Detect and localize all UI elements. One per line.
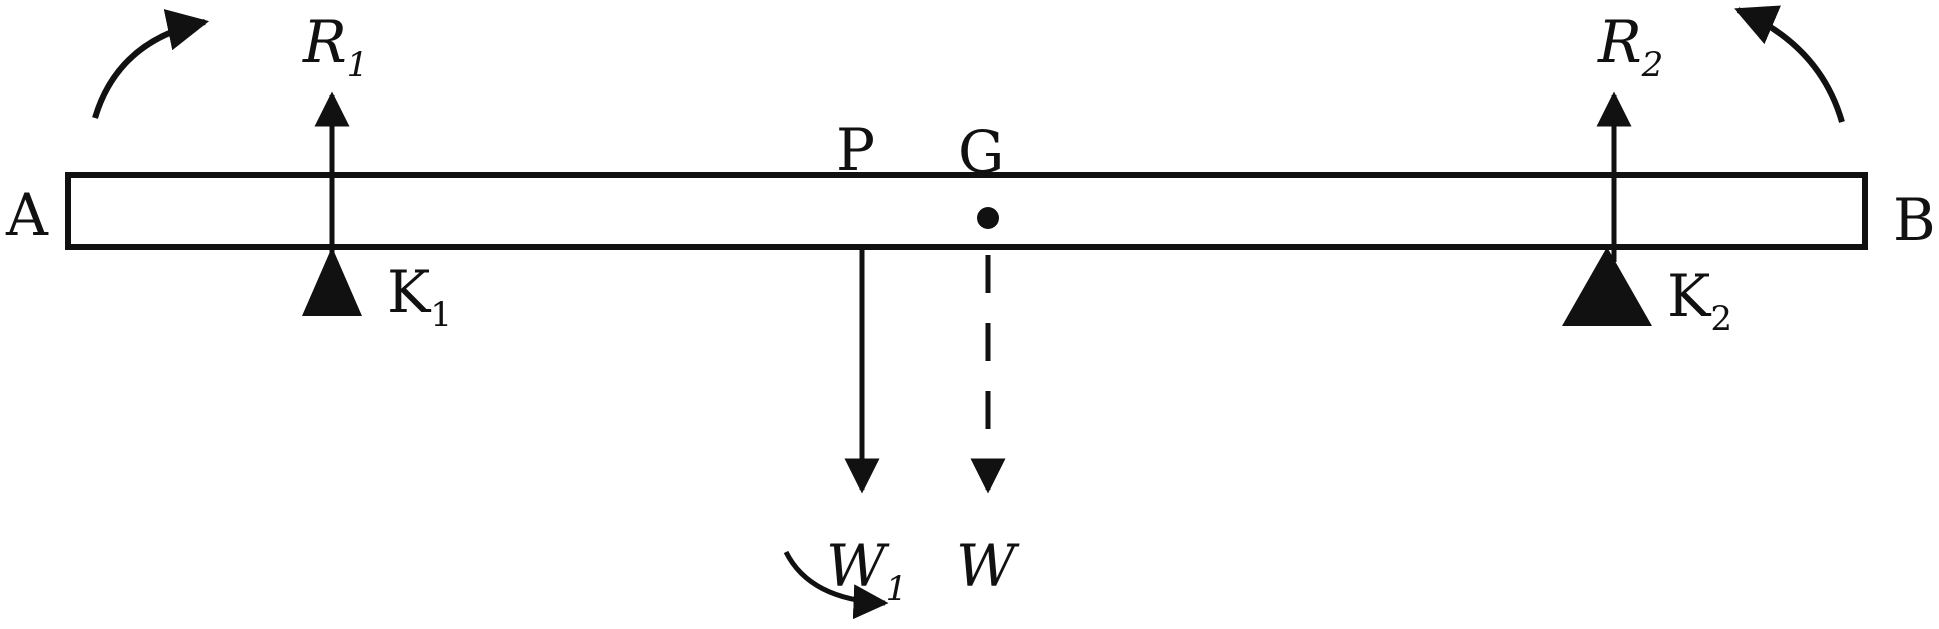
- reaction-label-r1: R1: [302, 8, 368, 85]
- point-label-p: P: [836, 116, 875, 184]
- rotation-arrow-left: [92, 9, 210, 119]
- rotation-arrow-right: [1734, 5, 1845, 123]
- end-label-a: A: [5, 181, 49, 249]
- beam: [65, 172, 1868, 250]
- support-label-k2: K2: [1667, 262, 1732, 339]
- weight-label-w: W: [956, 532, 1020, 600]
- end-label-b: B: [1893, 186, 1936, 254]
- point-label-g: G: [958, 118, 1004, 186]
- support-k1-triangle: [302, 247, 362, 316]
- weight-label-w1: W1: [826, 532, 907, 609]
- rotation-arrow-w1: [783, 550, 889, 620]
- reaction-label-r2: R2: [1597, 8, 1663, 85]
- support-k2-triangle: [1562, 247, 1652, 326]
- support-label-k1: K1: [387, 258, 452, 335]
- center-of-gravity-dot: [977, 207, 999, 229]
